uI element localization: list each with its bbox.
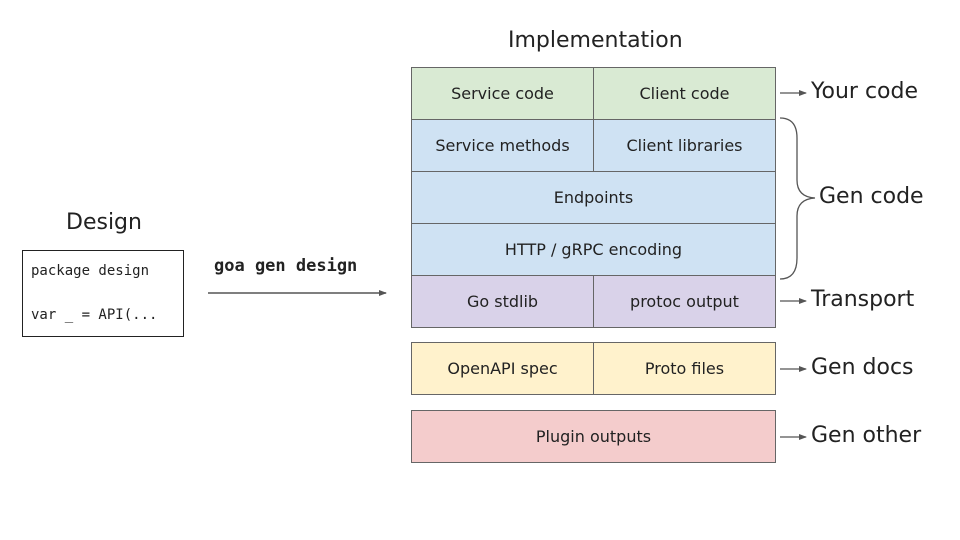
encoding-cell: HTTP / gRPC encoding [411, 223, 776, 276]
code-line-package: package design [31, 263, 150, 279]
openapi-spec-cell: OpenAPI spec [411, 342, 594, 395]
service-methods-cell: Service methods [411, 119, 594, 172]
transport-label: Transport [811, 287, 915, 312]
go-stdlib-cell: Go stdlib [411, 275, 594, 328]
design-code-box: package design var _ = API(... [22, 250, 184, 337]
implementation-title: Implementation [508, 28, 683, 53]
plugin-outputs-cell: Plugin outputs [411, 410, 776, 463]
gen-other-label: Gen other [811, 423, 922, 448]
gen-code-brace [779, 117, 816, 280]
command-label: goa gen design [214, 256, 358, 276]
proto-files-cell: Proto files [593, 342, 776, 395]
code-line-api: var _ = API(... [31, 307, 158, 323]
design-title: Design [66, 210, 142, 235]
client-code-cell: Client code [593, 67, 776, 120]
your-code-label: Your code [811, 79, 919, 104]
gen-docs-label: Gen docs [811, 355, 914, 380]
endpoints-cell: Endpoints [411, 171, 776, 224]
gen-code-label: Gen code [819, 184, 924, 209]
protoc-output-cell: protoc output [593, 275, 776, 328]
